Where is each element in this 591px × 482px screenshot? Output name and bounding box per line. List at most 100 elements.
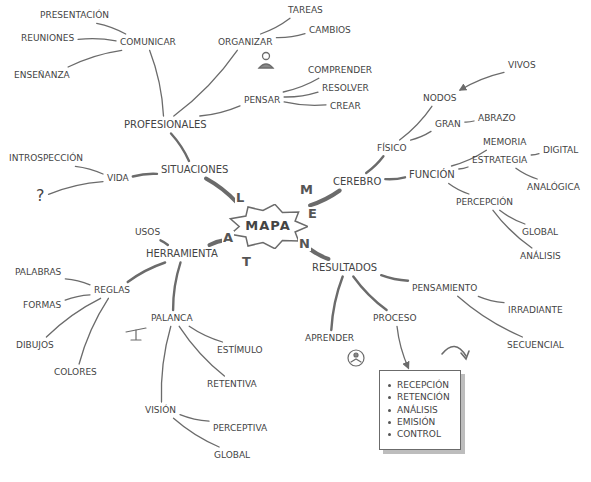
scale-icon <box>126 328 146 340</box>
keyword-text: ORGANIZAR <box>218 37 272 47</box>
keyword-text: CAMBIOS <box>309 25 351 35</box>
branch-line <box>128 263 165 283</box>
person-head <box>263 53 270 60</box>
branch-keyword: PALABRAS <box>13 266 63 278</box>
keyword-text: TAREAS <box>288 5 323 15</box>
keyword-text: PENSAR <box>244 95 280 105</box>
keyword-text: GRAN <box>435 119 461 129</box>
keyword-text: PALANCA <box>151 313 193 323</box>
keyword-text: FÍSICO <box>377 143 407 153</box>
branch-line <box>516 168 537 179</box>
branch-keyword: PALANCA <box>149 312 195 324</box>
branch-line <box>460 72 504 90</box>
keyword-text: CREAR <box>330 101 361 111</box>
keyword-text: HERRAMIENTA <box>146 248 218 260</box>
branch-line <box>171 134 189 162</box>
branch-keyword: MEMORIA <box>481 136 528 148</box>
branch-keyword: ENSEÑANZA <box>12 69 72 81</box>
keyword-text: RETENTIVA <box>207 379 257 389</box>
list-item: ANÁLISIS <box>388 405 450 415</box>
branch-line <box>411 131 431 140</box>
branch-line <box>75 166 103 174</box>
keyword-text: PALABRAS <box>15 267 61 277</box>
branch-keyword: ? <box>34 186 47 206</box>
keyword-text: DIBUJOS <box>16 340 54 350</box>
branch-keyword: FORMAS <box>21 299 63 311</box>
branch-keyword: USOS <box>133 226 162 238</box>
branch-line <box>310 191 340 206</box>
branch-keyword: GRAN <box>433 118 463 130</box>
branch-keyword: FUNCIÓN <box>407 168 457 182</box>
person-body <box>259 64 273 68</box>
branch-keyword: DIGITAL <box>541 144 580 156</box>
branch-keyword: PROFESIONALES <box>122 118 209 132</box>
branch-line <box>79 298 108 364</box>
branch-line <box>284 92 318 97</box>
keyword-text: ABRAZO <box>478 113 516 123</box>
keyword-text: PENSAMIENTO <box>412 283 477 293</box>
keyword-text: FORMAS <box>23 300 61 310</box>
branch-line <box>261 18 290 34</box>
list-item: RETENCIÓN <box>388 392 450 402</box>
branch-keyword: TAREAS <box>286 4 325 16</box>
keyword-text: VIVOS <box>508 60 536 70</box>
branch-keyword: CAMBIOS <box>307 24 353 36</box>
branch-line <box>531 154 539 155</box>
branch-keyword: FÍSICO <box>375 142 409 154</box>
branch-line <box>331 277 342 331</box>
keyword-text: GLOBAL <box>214 450 250 460</box>
curved-arrow-head <box>461 351 469 359</box>
branch-line <box>283 78 319 92</box>
branch-keyword: PENSAMIENTO <box>410 282 479 294</box>
reader-icon <box>348 350 364 366</box>
keyword-text: IRRADIANTE <box>508 305 563 315</box>
branch-line <box>68 50 122 67</box>
keyword-text: ESTÍMULO <box>217 345 263 355</box>
keyword-text: ANÁLISIS <box>520 251 561 261</box>
branch-line <box>180 415 209 422</box>
branch-keyword: APRENDER <box>303 332 356 344</box>
branch-line <box>189 326 222 342</box>
branch-line <box>310 249 328 259</box>
branch-line <box>459 167 468 169</box>
keyword-text: MAPA <box>228 219 308 234</box>
branch-keyword: IRRADIANTE <box>506 304 565 316</box>
branch-keyword: ABRAZO <box>476 112 518 124</box>
center-letter: E <box>307 207 318 221</box>
branch-line <box>161 326 170 402</box>
scale-stand <box>131 330 141 340</box>
keyword-text: DIGITAL <box>543 145 578 155</box>
branch-line <box>276 34 305 38</box>
keyword-text: PROCESO <box>373 313 417 323</box>
branch-keyword: COMPRENDER <box>306 64 374 76</box>
branch-line <box>133 174 157 177</box>
branch-keyword: COMUNICAR <box>118 36 178 48</box>
branch-keyword: HERRAMIENTA <box>144 247 220 261</box>
branch-line <box>97 23 126 34</box>
center-letter: N <box>298 237 311 251</box>
branch-line <box>449 184 469 195</box>
branch-keyword: RESOLVER <box>320 82 371 94</box>
curved-arrow <box>442 346 469 359</box>
keyword-text: ENSEÑANZA <box>14 70 70 80</box>
keyword-text: MEMORIA <box>483 137 526 147</box>
branch-keyword: VIDA <box>105 172 131 184</box>
keyword-text: PERCEPCIÓN <box>456 197 513 207</box>
center-letter: T <box>241 255 252 269</box>
branch-line <box>173 263 180 311</box>
branch-keyword: PROCESO <box>371 312 419 324</box>
branch-line <box>200 106 240 116</box>
keyword-text: RESULTADOS <box>312 262 377 274</box>
branch-keyword: PENSAR <box>242 94 282 106</box>
keyword-text: VISIÓN <box>145 405 176 415</box>
keyword-text: REUNIONES <box>21 33 74 43</box>
branch-line <box>465 121 474 122</box>
keyword-text: COMUNICAR <box>120 37 176 47</box>
branch-keyword: INTROSPECCIÓN <box>7 152 85 164</box>
branch-line <box>49 182 104 195</box>
branch-keyword: REGLAS <box>92 284 132 296</box>
branch-keyword: DIBUJOS <box>14 339 56 351</box>
keyword-text: PRESENTACIÓN <box>40 10 109 20</box>
branch-line <box>478 296 504 302</box>
